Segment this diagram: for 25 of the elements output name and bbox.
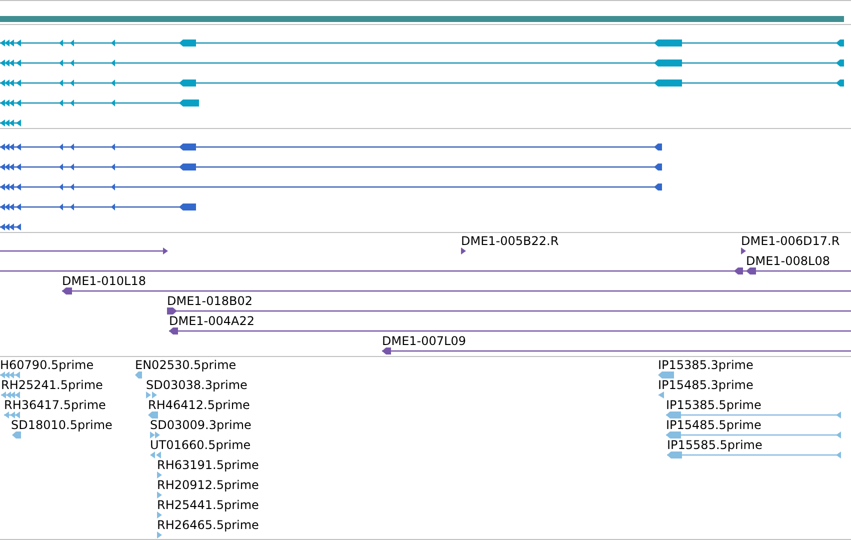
feature-label: SD03038.3prime [146, 378, 248, 392]
feature-label: RH25441.5prime [157, 498, 259, 512]
feature-label: SD03009.3prime [150, 418, 252, 432]
feature-label: RH26465.5prime [157, 518, 259, 532]
feature-label: RH36417.5prime [4, 398, 106, 412]
feature-label: IP15385.5prime [666, 398, 762, 412]
feature-label: DME1-004A22 [169, 314, 255, 328]
feature-label: DME1-005B22.R [461, 234, 559, 248]
feature-label: DME1-006D17.R [741, 234, 840, 248]
feature-label: RH20912.5prime [157, 478, 259, 492]
feature-label: DME1-008L08 [746, 254, 830, 268]
feature-label: RH25241.5prime [1, 378, 103, 392]
feature-label: SD18010.5prime [11, 418, 112, 432]
feature-label: DME1-018B02 [167, 294, 253, 308]
feature-label: IP15385.3prime [658, 358, 754, 372]
feature-label: RH63191.5prime [157, 458, 259, 472]
feature-label: DME1-010L18 [62, 274, 146, 288]
feature-label: IP15585.5prime [667, 438, 762, 452]
feature-label: EN02530.5prime [135, 358, 236, 372]
feature-label: RH46412.5prime [148, 398, 250, 412]
feature-label: DME1-007L09 [382, 334, 466, 348]
feature-label: H60790.5prime [0, 358, 94, 372]
feature-label: IP15485.5prime [666, 418, 762, 432]
feature-label: UT01660.5prime [150, 438, 251, 452]
feature-label: IP15485.3prime [658, 378, 754, 392]
